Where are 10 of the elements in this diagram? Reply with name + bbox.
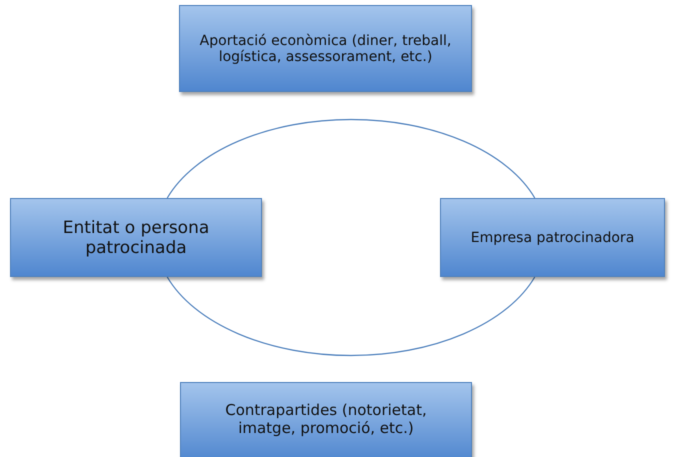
process-box [179, 5, 472, 92]
connector-arc [166, 276, 536, 356]
box-label: Contrapartides (notorietat, imatge, promoció, etc.) [224, 401, 428, 437]
process-box [440, 198, 665, 277]
process-box [10, 198, 262, 277]
box-label: Empresa patrocinadora [470, 230, 634, 246]
connector-arc [166, 119, 536, 198]
process-box [180, 382, 472, 457]
box-label: Aportació econòmica (diner, treball, logística, assessorament, etc.) [198, 32, 452, 64]
box-label: Entitat o persona patrocinada [62, 218, 210, 258]
